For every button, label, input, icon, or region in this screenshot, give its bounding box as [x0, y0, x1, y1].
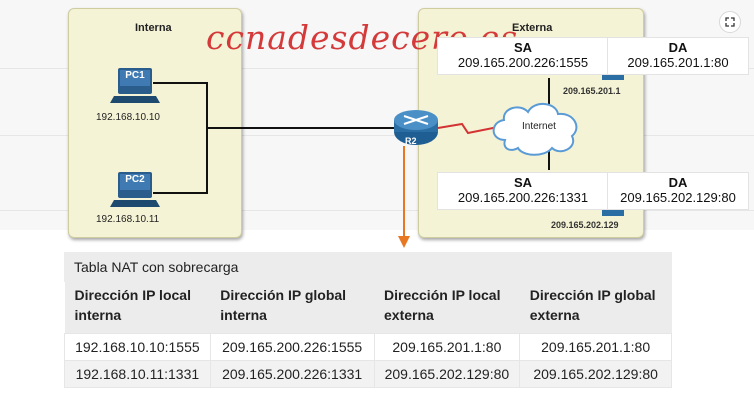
divider: [0, 135, 754, 136]
table-row: 192.168.10.10:1555 209.165.200.226:1555 …: [64, 333, 672, 361]
da-key: DA: [668, 40, 688, 55]
table-cell: 209.165.202.129:80: [519, 360, 672, 388]
packet-header-1-da: DA 209.165.201.1:80: [607, 37, 749, 75]
pc1-ip: 192.168.10.10: [96, 112, 160, 123]
table-cell: 209.165.201.1:80: [519, 333, 672, 361]
nat-table-caption: Tabla NAT con sobrecarga: [64, 252, 672, 282]
pc1-icon: [110, 68, 160, 103]
divider: [0, 68, 754, 69]
server1-ip: 209.165.201.1: [563, 86, 621, 96]
sa-key: SA: [513, 40, 533, 55]
arrow: [398, 146, 410, 248]
table-cell: 209.165.200.226:1331: [209, 360, 375, 388]
packet-header-2-da: DA 209.165.202.129:80: [607, 172, 749, 210]
column-header: Dirección IP global interna: [210, 282, 374, 334]
table-cell: 192.168.10.11:1331: [64, 360, 211, 388]
cloud-label: Internet: [522, 121, 556, 132]
column-header: Dirección IP local interna: [64, 282, 211, 334]
table-row: 192.168.10.11:1331 209.165.200.226:1331 …: [64, 360, 672, 388]
packet-header-1-sa: SA 209.165.200.226:1555: [437, 37, 609, 75]
table-cell: 192.168.10.10:1555: [64, 333, 211, 361]
server2-ip: 209.165.202.129: [551, 220, 619, 230]
da-value: 209.165.201.1:80: [627, 55, 729, 70]
sa-value: 209.165.200.226:1555: [457, 55, 589, 70]
sa-value: 209.165.200.226:1331: [457, 190, 589, 205]
pc1-label: PC1: [125, 70, 145, 81]
expand-icon[interactable]: [719, 11, 741, 33]
column-header: Dirección IP global externa: [519, 282, 672, 334]
da-value: 209.165.202.129:80: [620, 190, 736, 205]
table-cell: 209.165.202.129:80: [373, 360, 521, 388]
sa-key: SA: [513, 175, 533, 190]
da-key: DA: [668, 175, 688, 190]
table-header-row: Dirección IP local interna Dirección IP …: [64, 282, 672, 334]
inside-zone-title: Interna: [135, 22, 172, 34]
router-label: R2: [405, 136, 417, 146]
internet-cloud-icon: [492, 103, 578, 156]
serial-link: [437, 122, 499, 135]
pc2-label: PC2: [125, 174, 145, 185]
pc2-ip: 192.168.10.11: [96, 214, 160, 225]
router-icon: [394, 110, 438, 145]
table-cell: 209.165.200.226:1555: [209, 333, 375, 361]
divider: [0, 210, 754, 211]
nat-table: Tabla NAT con sobrecarga Dirección IP lo…: [64, 252, 672, 388]
table-cell: 209.165.201.1:80: [373, 333, 521, 361]
packet-header-2-sa: SA 209.165.200.226:1331: [437, 172, 609, 210]
column-header: Dirección IP local externa: [374, 282, 520, 334]
pc2-icon: [110, 172, 160, 207]
outside-zone-title: Externa: [512, 22, 553, 34]
nat-table-wrapper: Tabla NAT con sobrecarga Dirección IP lo…: [64, 252, 672, 388]
pc-links: [153, 82, 394, 194]
inside-zone: [68, 8, 242, 238]
